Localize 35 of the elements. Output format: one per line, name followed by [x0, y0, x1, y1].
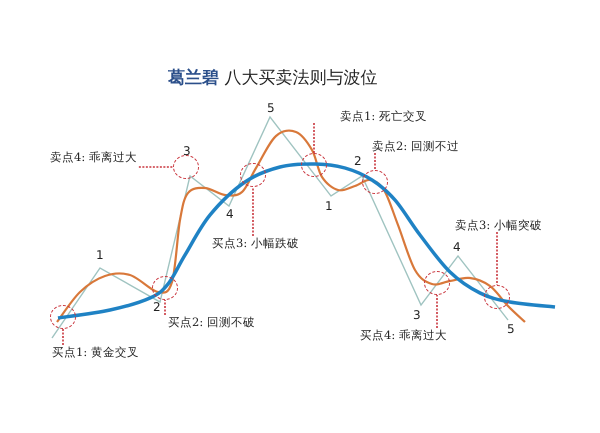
signal-label: 买点1: 黄金交叉 [52, 345, 139, 359]
signal-label: 卖点2: 回测不过 [372, 139, 459, 153]
leader-line [252, 187, 254, 236]
wave-number: 2 [153, 301, 161, 314]
marker-circle [240, 163, 266, 187]
signal-label: 买点2: 回测不破 [168, 315, 255, 329]
wave-number: 1 [96, 249, 104, 262]
wave-number: 3 [413, 309, 421, 322]
signal-label: 卖点4: 乖离过大 [50, 150, 137, 164]
leader-line [374, 153, 376, 170]
marker-circle [301, 153, 327, 177]
signal-label: 买点3: 小幅跌破 [212, 236, 299, 250]
marker-circle [173, 155, 199, 179]
leader-line [62, 329, 64, 345]
wave-number: 5 [507, 323, 515, 336]
leader-line [436, 295, 438, 328]
marker-circle [152, 276, 178, 300]
marker-circle [424, 271, 450, 295]
marker-circle [362, 170, 388, 194]
leader-line [313, 123, 315, 153]
marker-circle [50, 305, 76, 329]
title: 葛兰碧 八大买卖法则与波位 [168, 67, 378, 89]
signal-label: 卖点3: 小幅突破 [455, 218, 542, 232]
wave-number: 4 [453, 241, 461, 254]
wave-number: 5 [267, 102, 275, 115]
leader-line [164, 300, 166, 315]
signal-label: 买点4: 乖离过大 [360, 328, 447, 342]
wave-number: 4 [226, 208, 234, 221]
leader-line [496, 232, 498, 285]
wave-number: 2 [354, 155, 362, 168]
signal-label: 卖点1: 死亡交叉 [340, 109, 427, 123]
marker-circle [484, 285, 510, 309]
wave-number: 3 [183, 145, 191, 158]
wave-number: 1 [325, 200, 333, 213]
leader-line [138, 166, 173, 168]
